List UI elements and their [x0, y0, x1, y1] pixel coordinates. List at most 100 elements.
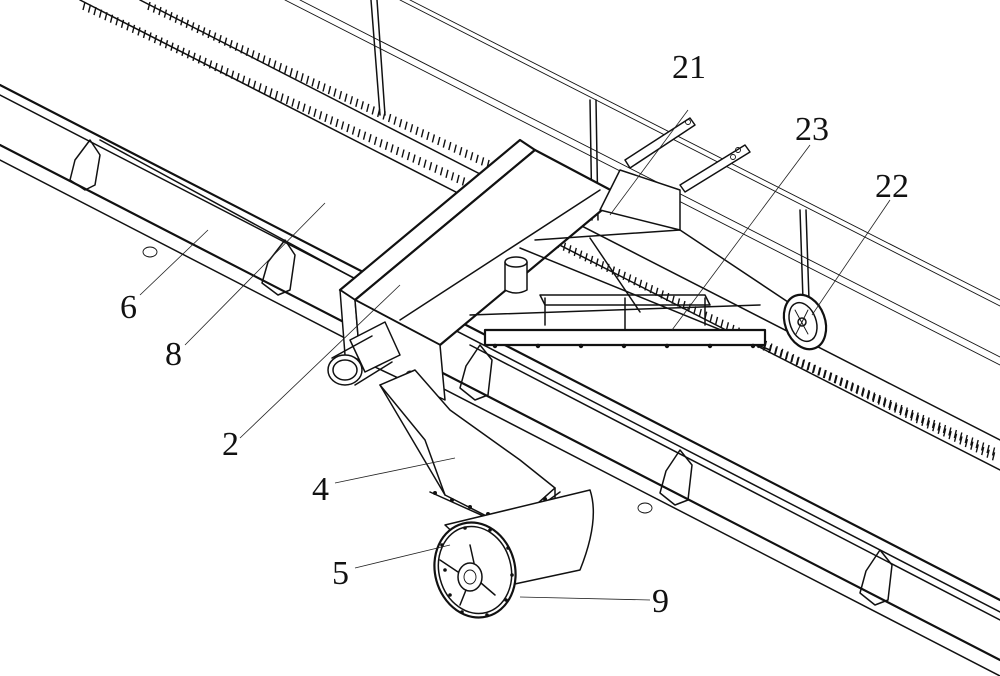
hatch-mark: [258, 83, 262, 92]
hatch-mark: [401, 149, 405, 158]
label-5: 5: [332, 555, 349, 592]
bolt: [510, 573, 514, 577]
hatch-mark: [366, 103, 370, 113]
hatch-mark: [180, 17, 184, 26]
hatch-mark: [340, 121, 345, 130]
bolt: [440, 543, 444, 547]
bolt: [450, 498, 454, 502]
hatch-mark: [698, 308, 702, 318]
hatch-mark: [197, 55, 202, 64]
hatch-mark: [120, 19, 125, 28]
hatch-mark: [850, 382, 854, 391]
hatch-mark: [333, 88, 337, 97]
hatch-mark: [622, 271, 626, 281]
label-6: 6: [120, 289, 137, 326]
hatch-mark: [186, 50, 191, 59]
hatch-mark: [910, 409, 914, 419]
hatch-mark: [322, 83, 326, 92]
hatch-mark: [937, 425, 941, 434]
hatch-mark: [937, 422, 941, 431]
hatch-mark: [185, 19, 189, 28]
leader-lines: [139, 109, 891, 601]
hatch-mark: [910, 412, 914, 421]
hatch-mark: [377, 108, 381, 118]
hatch-mark: [970, 441, 974, 450]
hatch-mark: [431, 134, 436, 143]
hatch-mark: [412, 154, 416, 163]
hatch-mark: [387, 113, 392, 123]
hatch-mark: [931, 419, 936, 429]
hatch-mark: [638, 279, 643, 288]
bolt: [433, 491, 437, 495]
hatch-mark: [600, 261, 605, 270]
hatch-mark: [218, 34, 222, 44]
hatch-mark: [790, 354, 794, 364]
hatch-mark: [773, 347, 778, 356]
hatch-mark: [720, 319, 724, 328]
hatch-mark: [236, 73, 240, 82]
hatch-mark: [888, 399, 892, 409]
bolt: [621, 343, 627, 349]
hatch-mark: [262, 55, 266, 64]
bolt: [664, 343, 670, 349]
hatch-mark: [844, 379, 848, 389]
hatch-mark: [335, 118, 339, 128]
hatch-mark: [87, 4, 92, 13]
hatch-mark: [617, 269, 621, 278]
label-2: 2: [222, 426, 239, 463]
hatch-mark: [671, 295, 675, 304]
hatch-mark: [294, 70, 299, 79]
hatch-mark: [768, 344, 772, 354]
hatch-mark: [562, 242, 567, 251]
hatch-mark: [915, 412, 919, 421]
hatch-mark: [142, 29, 147, 39]
hatch-mark: [316, 80, 321, 90]
bolt: [506, 546, 510, 550]
hatch-mark: [964, 434, 968, 444]
hatch-mark: [423, 159, 427, 168]
hatch-mark: [313, 108, 317, 117]
hatch-mark: [434, 164, 438, 173]
hatch-mark: [251, 50, 255, 59]
hatch-mark: [845, 380, 849, 389]
bolt: [750, 343, 756, 349]
hatch-mark: [828, 372, 832, 381]
hatch-mark: [437, 136, 441, 146]
hatch-mark: [346, 123, 350, 133]
hatch-mark: [899, 404, 903, 414]
hatch-mark: [273, 60, 277, 69]
hatch-mark: [964, 438, 969, 448]
hatch-mark: [439, 167, 444, 176]
hatch-mark: [714, 316, 719, 326]
hatch-mark: [970, 437, 974, 446]
hatch-mark: [817, 367, 821, 376]
hatch-mark: [98, 9, 103, 18]
hatch-mark: [263, 85, 268, 95]
bolt: [485, 613, 489, 617]
hatch-mark: [147, 1, 151, 11]
hatch-mark: [834, 375, 838, 384]
hatch-mark: [93, 6, 97, 16]
hatch-mark: [274, 90, 279, 100]
hatch-mark: [208, 60, 213, 69]
hatch-mark: [406, 151, 411, 161]
rotary-feeder: [433, 489, 595, 619]
hatch-mark: [296, 101, 301, 110]
hatch-mark: [115, 17, 119, 26]
hatch-mark: [445, 169, 449, 178]
hatch-mark: [448, 141, 452, 151]
hatch-mark: [649, 284, 654, 294]
hatch-mark: [899, 407, 903, 416]
hatch-mark: [627, 274, 632, 283]
hatch-mark: [390, 144, 394, 153]
hatch-mark: [784, 352, 788, 361]
hatch-mark: [417, 156, 422, 166]
hatch-mark: [153, 34, 158, 44]
hatch-mark: [953, 429, 958, 439]
hatch-mark: [174, 14, 179, 23]
bolt: [468, 505, 472, 509]
hatch-mark: [379, 139, 383, 148]
label-4: 4: [312, 471, 329, 508]
hatch-mark: [839, 377, 843, 386]
hatch-mark: [256, 52, 261, 62]
